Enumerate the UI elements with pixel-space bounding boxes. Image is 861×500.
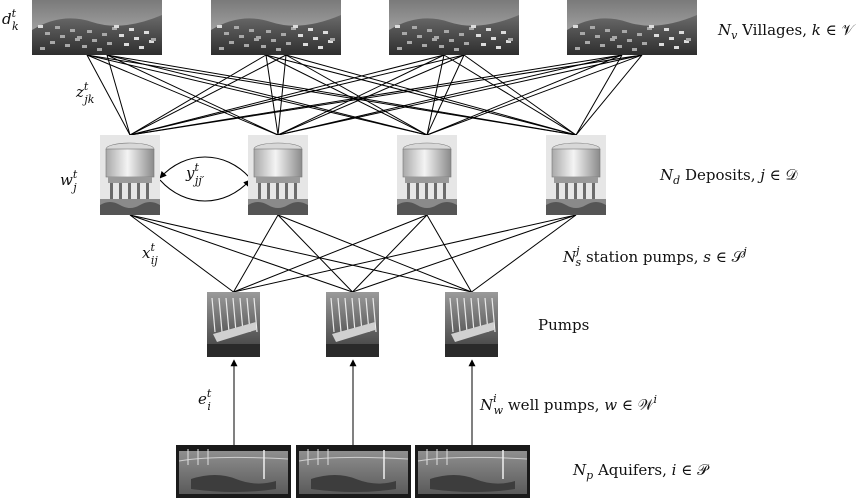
- village-edge: [106, 54, 279, 136]
- station-pump-edge: [233, 214, 428, 293]
- pump-station-icon: [207, 292, 260, 357]
- village-edge: [106, 54, 577, 136]
- station-pump-edges: [129, 214, 577, 293]
- village-edge: [285, 54, 577, 136]
- aquifer-cross-section-icon: [415, 445, 530, 498]
- village-edge: [426, 54, 643, 136]
- aquifers-row: [176, 445, 530, 498]
- village-edge: [265, 54, 428, 136]
- village-edge: [129, 54, 287, 136]
- village-edge: [463, 54, 577, 136]
- station-pump-edge: [426, 214, 472, 293]
- villages-label: Nv Villages, k ∈ 𝒱: [717, 21, 856, 42]
- village-edge: [575, 54, 623, 136]
- water-tower-icon: [546, 135, 606, 215]
- aquifer-cross-section-icon: [176, 445, 291, 498]
- village-edge: [129, 54, 643, 136]
- village-photo-icon: [567, 0, 697, 55]
- aquifer-cross-section-icon: [296, 445, 411, 498]
- station-pump-edge: [277, 214, 353, 293]
- village-photo-icon: [32, 0, 162, 55]
- station-pump-edge: [277, 214, 472, 293]
- village-edge: [265, 54, 279, 136]
- village-edge: [265, 54, 577, 136]
- aquifers-label: Np Aquifers, i ∈ 𝒫: [572, 461, 710, 482]
- village-edge: [129, 54, 267, 136]
- water-tower-icon: [397, 135, 457, 215]
- village-edge: [277, 54, 623, 136]
- deposit-link-arc: [159, 179, 251, 202]
- deposits-row: [100, 135, 606, 215]
- village-edge: [426, 54, 465, 136]
- village-edge: [277, 54, 445, 136]
- village-edge: [106, 54, 428, 136]
- village-edge: [426, 54, 445, 136]
- deposits-label: Nd Deposits, j ∈ 𝒟: [659, 166, 798, 187]
- water-tower-icon: [100, 135, 160, 215]
- village-edge: [86, 54, 131, 136]
- pump-station-icon: [445, 292, 498, 357]
- village-edge: [277, 54, 287, 136]
- village-edge: [86, 54, 577, 136]
- village-edge: [86, 54, 428, 136]
- village-edge: [575, 54, 643, 136]
- pump-station-icon: [326, 292, 379, 357]
- station-pump-edge: [233, 214, 577, 293]
- village-edge: [426, 54, 623, 136]
- well-pump-arrows: [230, 359, 476, 445]
- pumps-label: Pumps: [538, 316, 589, 334]
- pumps-row: [207, 292, 498, 357]
- villages-row: [32, 0, 697, 55]
- station-pump-edge: [352, 214, 428, 293]
- village-photo-icon: [211, 0, 341, 55]
- station-pump-edge: [233, 214, 279, 293]
- village-edge: [129, 54, 445, 136]
- village-edge: [129, 54, 623, 136]
- village-photo-icon: [389, 0, 519, 55]
- deposit-link-arc: [159, 156, 251, 179]
- village-edge: [443, 54, 577, 136]
- station-pump-edge: [129, 214, 234, 293]
- village-edge: [285, 54, 428, 136]
- village-edge: [277, 54, 643, 136]
- station-pump-edge: [129, 214, 472, 293]
- village-edge: [106, 54, 131, 136]
- village-edge: [277, 54, 465, 136]
- station-pump-edge: [129, 214, 353, 293]
- station-pump-edge: [471, 214, 577, 293]
- station-pump-edge: [352, 214, 577, 293]
- village-edge: [129, 54, 465, 136]
- village-edge: [86, 54, 279, 136]
- water-tower-icon: [248, 135, 308, 215]
- village-edges: [86, 54, 643, 136]
